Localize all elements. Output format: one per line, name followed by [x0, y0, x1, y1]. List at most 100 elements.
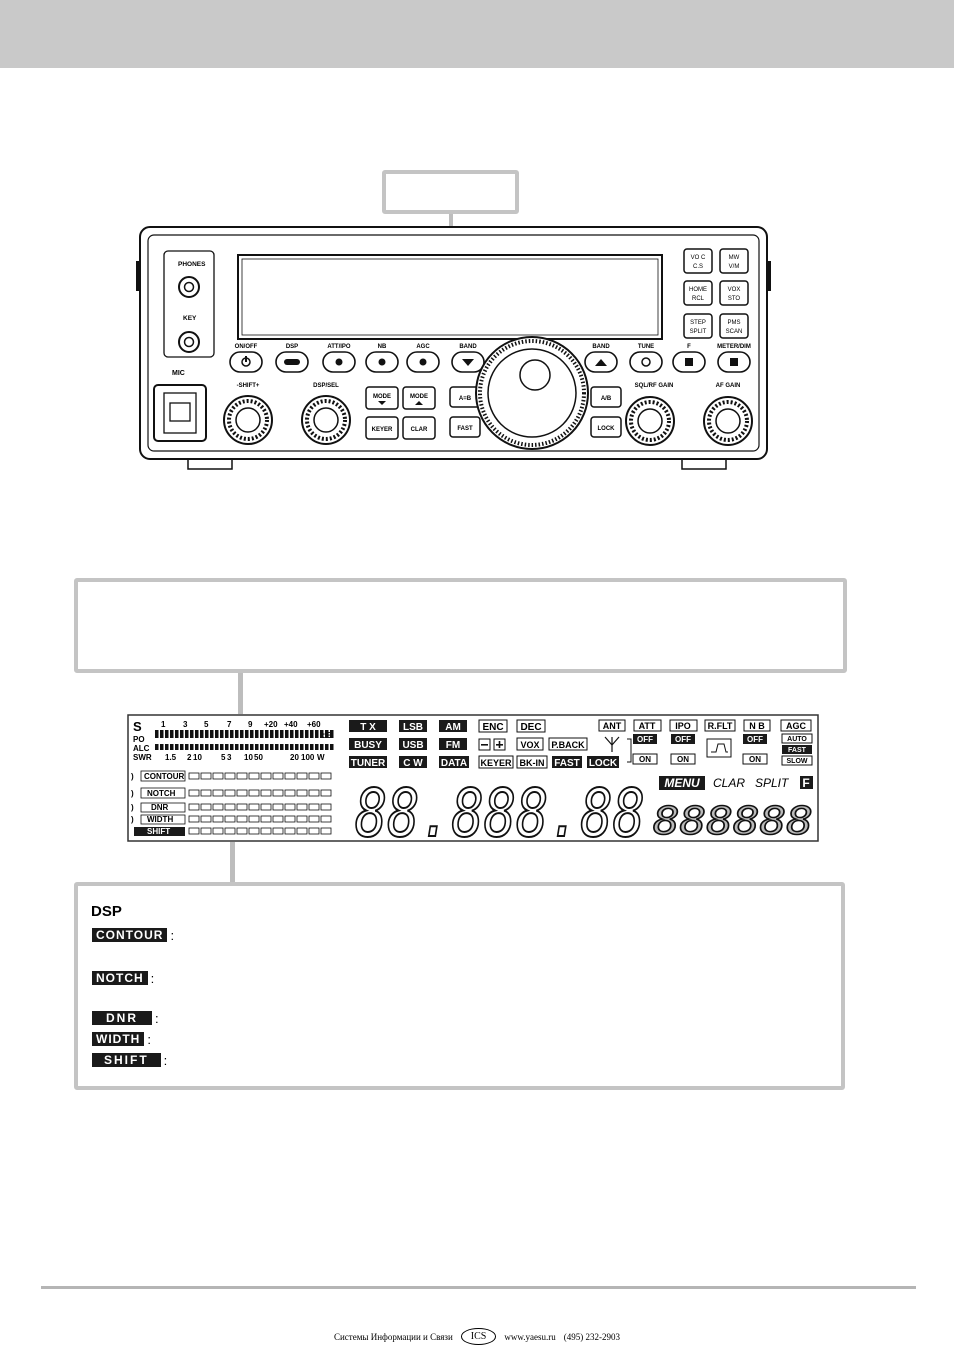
- dsp-bar-graphs: [188, 772, 332, 835]
- lcd-usb-indicator: USB: [402, 740, 423, 751]
- dsp-segment: [260, 789, 272, 797]
- keyer-button[interactable]: [365, 416, 399, 440]
- sql-rf-gain-knob[interactable]: [625, 396, 675, 446]
- meter-segment: [195, 730, 199, 738]
- label-dsp-sel: DSP/SEL: [313, 383, 339, 389]
- meter-segment: [250, 730, 254, 738]
- shift-knob[interactable]: [223, 395, 273, 445]
- main-tuning-dial[interactable]: [475, 336, 589, 450]
- dsp-segment: [212, 803, 224, 811]
- mode-down-button[interactable]: [365, 386, 399, 410]
- dsp-segment: [212, 827, 224, 835]
- dsp-legend-item: WIDTH:: [92, 1031, 151, 1047]
- width-badge: WIDTH: [92, 1032, 145, 1046]
- agc-slow: SLOW: [787, 758, 808, 765]
- svg-text:VO C: VO C: [691, 255, 706, 261]
- dsp-segment: [320, 772, 332, 780]
- meter-segment: [210, 730, 214, 738]
- dial-finger-dimple: [519, 359, 551, 391]
- lcd-att-indicator: ATT: [639, 721, 656, 731]
- a-b-button[interactable]: [590, 386, 622, 408]
- svg-text:3: 3: [227, 753, 232, 762]
- label-f: F: [687, 344, 691, 350]
- svg-text:MW: MW: [729, 255, 740, 261]
- svg-text:A=B: A=B: [459, 396, 472, 402]
- meter-segment: [270, 730, 274, 738]
- meter-segment: [260, 744, 264, 750]
- dsp-segment: [308, 827, 320, 835]
- lcd-nb-indicator: N B: [749, 721, 765, 731]
- af-gain-knob[interactable]: [703, 396, 753, 446]
- svg-text:SPLIT: SPLIT: [690, 329, 707, 335]
- lcd-keyer-indicator: KEYER: [480, 758, 512, 768]
- meter-segment: [255, 730, 259, 738]
- lcd-width-label: WIDTH: [147, 815, 173, 824]
- lcd-lsb-indicator: LSB: [403, 722, 423, 733]
- filter-shape-icon: [706, 738, 732, 758]
- label-tune: TUNE: [638, 344, 654, 350]
- meter-segment: [200, 730, 204, 738]
- meter-segment: [265, 744, 269, 750]
- home-rcl-button[interactable]: [683, 280, 713, 306]
- lcd-contour-label: CONTOUR: [144, 772, 185, 781]
- clar-button[interactable]: [402, 416, 436, 440]
- dsp-segment: [296, 772, 308, 780]
- dsp-segment: [224, 772, 236, 780]
- dsp-segment: [308, 772, 320, 780]
- nb-off: OFF: [747, 735, 763, 744]
- phones-jack[interactable]: [178, 276, 200, 298]
- dsp-segment: [224, 803, 236, 811]
- meter-segment: [305, 744, 309, 750]
- label-nb: NB: [378, 344, 387, 350]
- right-button-grid: VO C C.S MW V/M HOME RCL VOX STO STEP SP…: [683, 248, 749, 339]
- step-split-button[interactable]: [683, 313, 713, 339]
- tune-button[interactable]: [629, 351, 663, 373]
- lcd-alpha-digits: 888888: [653, 799, 813, 842]
- mic-connector[interactable]: [153, 384, 207, 442]
- key-jack[interactable]: [178, 331, 200, 353]
- notch-badge: NOTCH: [92, 971, 148, 985]
- meter-segment: [155, 730, 159, 738]
- pms-scan-button[interactable]: [719, 313, 749, 339]
- meter-segment: [195, 744, 199, 750]
- footer-phone: (495) 232-2903: [563, 1331, 620, 1342]
- svg-text:1: 1: [161, 720, 166, 729]
- mw-vm-button[interactable]: [719, 248, 749, 274]
- meter-segment: [235, 744, 239, 750]
- att-on: ON: [639, 755, 651, 764]
- meter-segment: [325, 730, 329, 738]
- dsp-sel-knob[interactable]: [301, 395, 351, 445]
- mode-up-button[interactable]: [402, 386, 436, 410]
- dsp-callout-connector: [230, 842, 235, 882]
- meter-segment: [250, 744, 254, 750]
- lcd-enc-indicator: ENC: [482, 722, 503, 733]
- svg-text:LOCK: LOCK: [598, 426, 616, 432]
- lcd-rflt-indicator: R.FLT: [708, 721, 733, 731]
- vox-sto-button[interactable]: [719, 280, 749, 306]
- dsp-legend-title: DSP: [91, 903, 122, 920]
- header-bar: [0, 0, 954, 68]
- svg-text:W: W: [317, 753, 325, 762]
- svg-text:1.5: 1.5: [165, 753, 177, 762]
- svg-text:STO: STO: [728, 296, 741, 302]
- dsp-segment: [308, 789, 320, 797]
- footer-url[interactable]: www.yaesu.ru: [504, 1331, 556, 1342]
- vo-c-cs-button[interactable]: [683, 248, 713, 274]
- svg-text:CLAR: CLAR: [411, 427, 428, 433]
- contour-badge: CONTOUR: [92, 928, 168, 942]
- fast-button[interactable]: [449, 416, 481, 438]
- label-meter-dim: METER/DIM: [717, 344, 751, 350]
- meter-segment: [245, 730, 249, 738]
- lcd-agc-indicator: AGC: [786, 721, 807, 731]
- lock-button[interactable]: [590, 416, 622, 438]
- lcd-f-indicator: F: [802, 776, 809, 790]
- dsp-segment: [308, 815, 320, 823]
- dsp-segment: [272, 772, 284, 780]
- svg-text:A/B: A/B: [601, 396, 612, 402]
- dsp-segment: [236, 772, 248, 780]
- label-af-gain: AF GAIN: [716, 383, 741, 389]
- svg-text:SCAN: SCAN: [726, 329, 743, 335]
- svg-text:C.S: C.S: [693, 264, 703, 270]
- dsp-segment: [272, 815, 284, 823]
- lcd-ant-indicator: ANT: [603, 721, 622, 731]
